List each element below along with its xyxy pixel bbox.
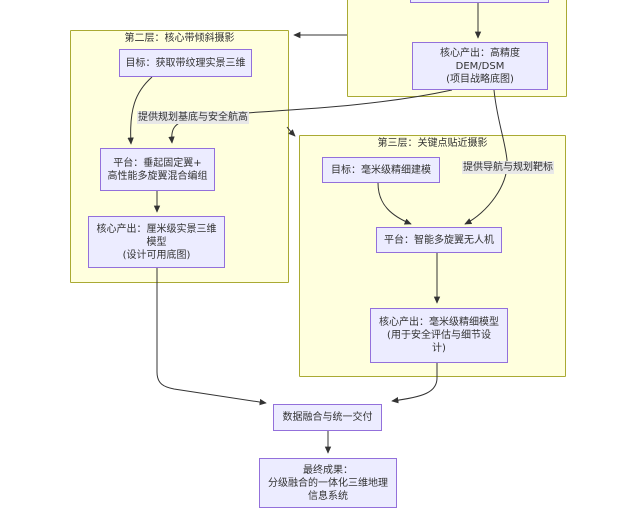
edge-l2goal-to-l2platform xyxy=(127,76,153,145)
edge-l1output-to-l3platform xyxy=(464,89,508,225)
node-layer1-partial xyxy=(410,0,549,3)
node-layer3-output: 核心产出：毫米级精细模型 (用于安全评估与细节设 计) xyxy=(370,308,508,363)
edge-label-navigation: 提供导航与规划靶标 xyxy=(462,161,554,174)
edge-label-planning-base: 提供规划基底与安全航高 xyxy=(137,111,249,124)
node-layer2-goal: 目标：获取带纹理实景三维 xyxy=(119,49,252,77)
node-layer3-platform: 平台：智能多旋翼无人机 xyxy=(376,227,502,253)
node-layer3-goal: 目标：毫米级精细建模 xyxy=(322,157,440,183)
node-final-result: 最终成果： 分级融合的一体化三维地理 信息系统 xyxy=(259,458,397,508)
edge-l3output-to-fusion xyxy=(391,363,438,404)
node-layer1-output: 核心产出：高精度DEM/DSM (项目战略底图) xyxy=(412,42,548,90)
cluster-layer2-title: 第二层：核心带倾斜摄影 xyxy=(124,33,235,44)
edge-l2output-to-fusion xyxy=(156,268,267,406)
edge-layer2-to-layer3 xyxy=(286,126,296,137)
cluster-layer3-title: 第三层：关键点贴近摄影 xyxy=(377,138,488,149)
node-fusion: 数据融合与统一交付 xyxy=(273,404,382,431)
edge-l3goal-to-l3platform xyxy=(377,182,412,225)
node-layer2-output: 核心产出：厘米级实景三维 模型 (设计可用底图) xyxy=(88,216,225,268)
node-layer2-platform: 平台：垂起固定翼+ 高性能多旋翼混合编组 xyxy=(100,148,215,191)
